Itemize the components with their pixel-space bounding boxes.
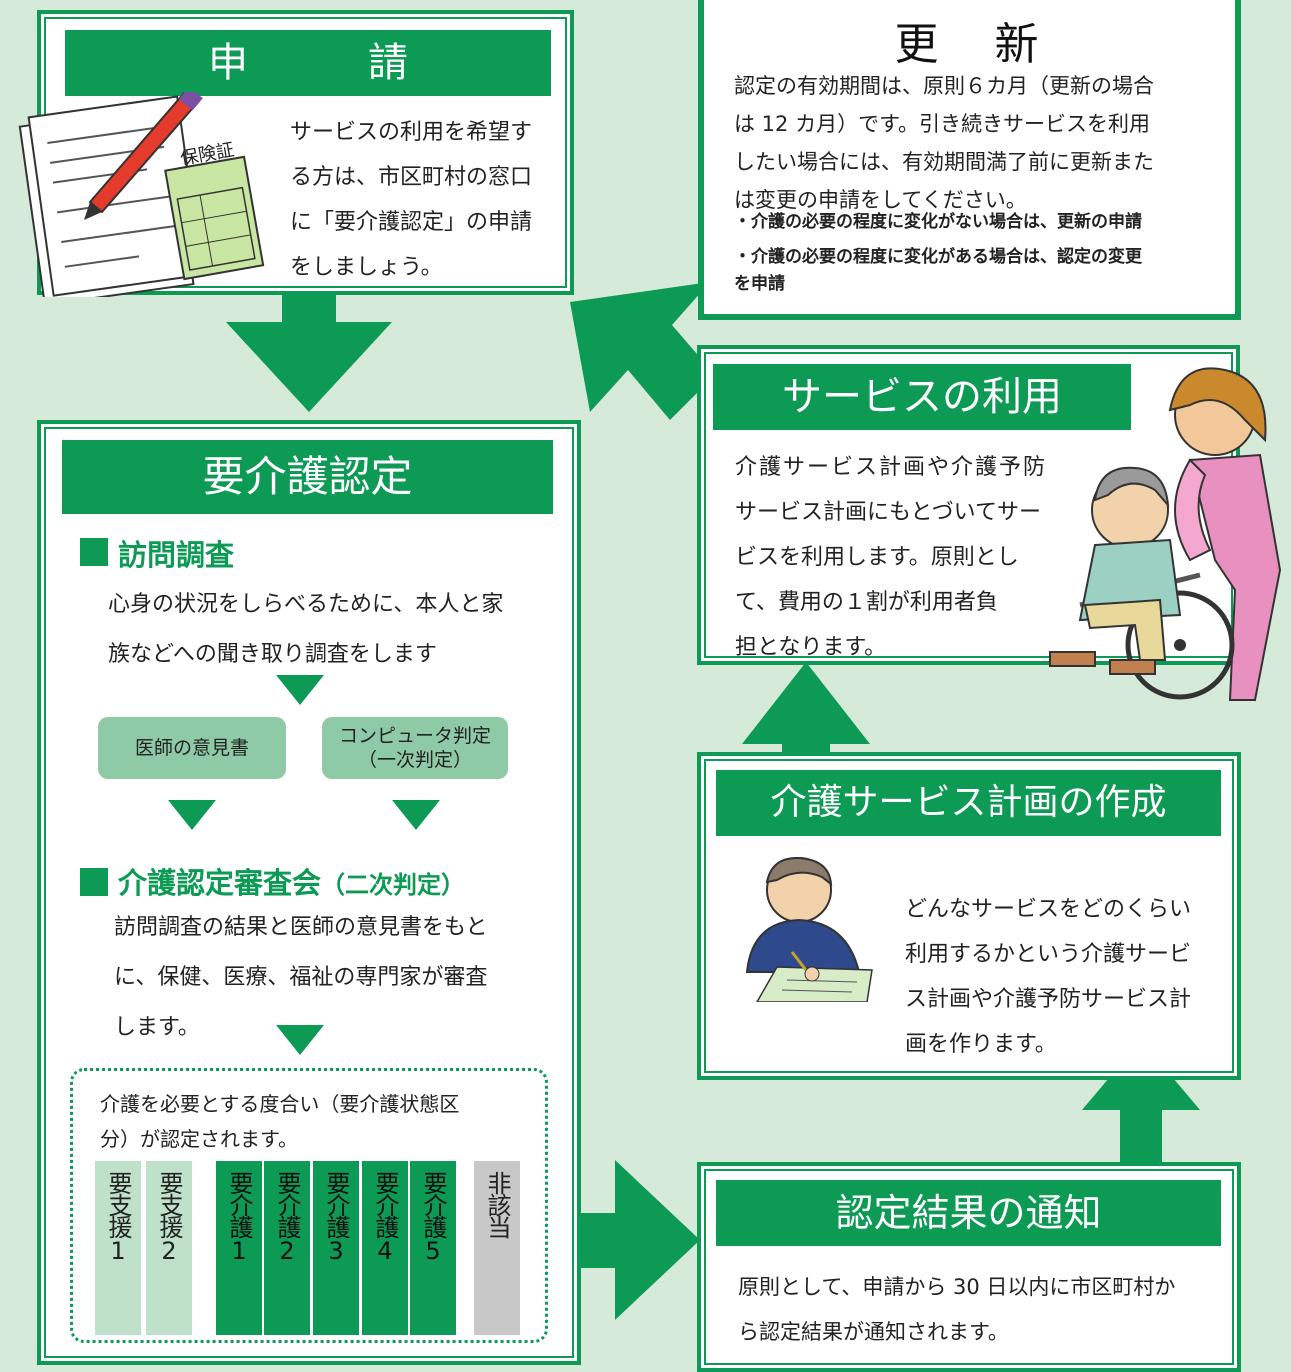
review-title-suffix: （二次判定） — [321, 871, 466, 899]
computer-judgment-label: コンピュータ判定 — [338, 725, 491, 747]
computer-judgment-sub: （一次判定） — [357, 749, 472, 771]
wheelchair-illustration — [1049, 367, 1282, 701]
document-illustration — [18, 92, 265, 297]
level-care-3: 要介護3 — [313, 1161, 359, 1335]
notice-text-1: 原則として、申請から 30 日以内に市区町村か — [738, 1275, 1176, 1299]
service-text-4: て、費用の１割が利用者負 — [735, 590, 998, 615]
visit-text-2: 族などへの聞き取り調査をします — [108, 642, 437, 667]
review-marker — [80, 868, 108, 896]
plan-text-1: どんなサービスをどのくらい — [905, 897, 1192, 922]
review-title: 介護認定審査会（二次判定） — [118, 860, 465, 902]
visit-marker — [80, 538, 108, 566]
renew-bullet-1: ・介護の必要の程度に変化がない場合は、更新の申請 — [734, 212, 1142, 232]
plan-title: 介護サービス計画の作成 — [716, 770, 1221, 836]
cert-title: 要介護認定 — [62, 440, 553, 514]
levels-text-1: 介護を必要とする度合い（要介護状態区 — [100, 1092, 460, 1116]
review-title-main: 介護認定審査会 — [118, 866, 322, 900]
level-care-5: 要介護5 — [410, 1161, 456, 1335]
review-text-2: に、保健、医療、福祉の専門家が審査 — [114, 965, 488, 990]
plan-text-2: 利用するかという介護サービ — [905, 942, 1192, 967]
levels-text-2: 分）が認定されます。 — [100, 1127, 298, 1151]
apply-text-4: をしましょう。 — [290, 255, 443, 280]
renew-title: 更 新 — [894, 19, 1045, 70]
computer-judgment-box: コンピュータ判定 （一次判定） — [322, 717, 508, 779]
levels-frame — [70, 1068, 548, 1343]
apply-text-3: に「要介護認定」の申請 — [290, 210, 533, 235]
service-text-1: 介護サービス計画や介護予防 — [735, 455, 1048, 480]
renew-box — [698, 0, 1241, 320]
renew-text-3: したい場合には、有効期間満了前に更新また — [734, 150, 1154, 174]
level-support-2: 要支援2 — [146, 1161, 192, 1335]
level-support-1: 要支援1 — [95, 1161, 141, 1335]
notice-text-2: ら認定結果が通知されます。 — [738, 1320, 1009, 1344]
flow-triangle-4 — [276, 1025, 324, 1055]
apply-title: 申 請 — [65, 30, 551, 96]
flow-triangle-2 — [168, 800, 216, 830]
level-care-4: 要介護4 — [362, 1161, 408, 1335]
doctor-opinion-box: 医師の意見書 — [98, 717, 286, 779]
service-text-5: 担となります。 — [735, 635, 887, 660]
plan-text-3: ス計画や介護予防サービス計 — [905, 987, 1192, 1012]
level-not-applicable: 非該当 — [474, 1161, 520, 1335]
service-title: サービスの利用 — [713, 364, 1131, 430]
plan-text-4: 画を作ります。 — [905, 1032, 1057, 1057]
flow-triangle-1 — [276, 675, 324, 705]
man-writing-illustration — [745, 856, 873, 1002]
service-text-3: ビスを利用します。原則とし — [735, 545, 1019, 570]
renew-text-1: 認定の有効期間は、原則６カ月（更新の場合 — [734, 74, 1154, 98]
apply-text-1: サービスの利用を希望す — [290, 120, 533, 145]
apply-text-2: る方は、市区町村の窓口 — [290, 165, 533, 190]
level-care-1: 要介護1 — [216, 1161, 262, 1335]
review-text-1: 訪問調査の結果と医師の意見書をもと — [114, 915, 488, 940]
review-text-3: します。 — [114, 1015, 200, 1040]
service-text-2: サービス計画にもとづいてサー — [735, 500, 1042, 525]
renew-text-4: は変更の申請をしてください。 — [734, 188, 1027, 212]
visit-title: 訪問調査 — [118, 538, 235, 572]
flow-triangle-3 — [392, 800, 440, 830]
notice-title: 認定結果の通知 — [716, 1180, 1221, 1246]
visit-text-1: 心身の状況をしらべるために、本人と家 — [108, 592, 504, 617]
renew-text-2: は 12 カ月）です。引き続きサービスを利用 — [734, 112, 1150, 136]
renew-bullet-2: ・介護の必要の程度に変化がある場合は、認定の変更 — [734, 247, 1142, 267]
renew-bullet-3: を申請 — [734, 274, 785, 294]
level-care-2: 要介護2 — [264, 1161, 310, 1335]
